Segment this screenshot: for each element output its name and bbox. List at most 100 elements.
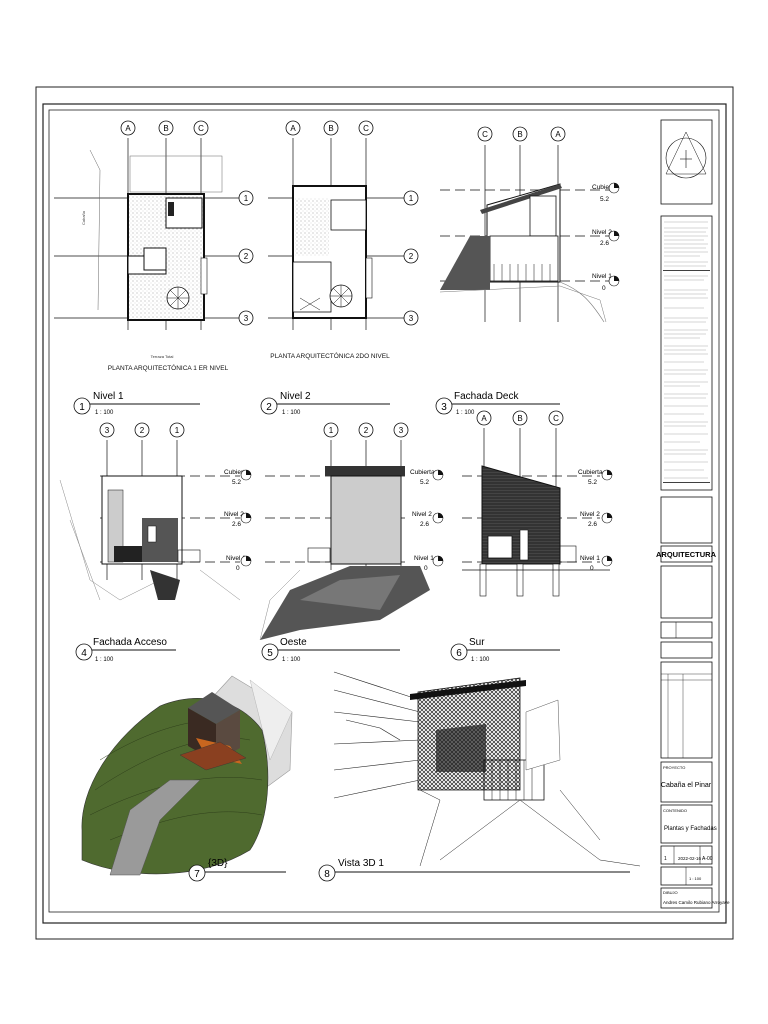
elev4-grid-bubbles: 3 2 1: [99, 422, 185, 438]
svg-text:A: A: [481, 414, 487, 423]
svg-text:6: 6: [456, 648, 462, 659]
drawing-area-border: [48, 109, 720, 913]
svg-text:Nivel 2: Nivel 2: [580, 511, 600, 518]
svg-text:Cubierta: Cubierta: [592, 184, 617, 191]
svg-text:5.2: 5.2: [600, 196, 609, 203]
svg-text:Cabaña: Cabaña: [81, 210, 86, 225]
svg-text:3: 3: [244, 314, 249, 323]
svg-text:Nivel 2: Nivel 2: [412, 511, 432, 518]
view-title-2: 2 Nivel 2 1 : 100: [260, 391, 390, 416]
svg-text:Fachada Deck: Fachada Deck: [454, 391, 519, 402]
view-title-4: 4 Fachada Acceso 1 : 100: [75, 637, 176, 663]
svg-text:Sur: Sur: [469, 637, 485, 648]
svg-text:CONTENIDO: CONTENIDO: [663, 808, 687, 813]
svg-text:Nivel 2: Nivel 2: [280, 391, 311, 402]
svg-text:Nivel 1: Nivel 1: [93, 391, 124, 402]
svg-text:1 : 100: 1 : 100: [471, 657, 490, 663]
svg-text:0: 0: [590, 565, 594, 572]
svg-text:1 : 100: 1 : 100: [689, 876, 702, 881]
svg-text:5.2: 5.2: [232, 479, 241, 486]
plan-2-caption: PLANTA ARQUITECTÓNICA 2DO NIVEL: [270, 351, 390, 360]
svg-text:3: 3: [441, 402, 447, 413]
svg-text:Cubierta: Cubierta: [224, 469, 249, 476]
svg-text:C: C: [482, 130, 488, 139]
svg-text:Nivel 2: Nivel 2: [592, 229, 612, 236]
svg-text:3: 3: [409, 314, 414, 323]
svg-text:Nivel 1: Nivel 1: [226, 555, 246, 562]
svg-text:PROYECTO: PROYECTO: [663, 765, 685, 770]
revisions-table: [660, 661, 713, 759]
logo-seal: [665, 137, 707, 179]
svg-text:Cubierta: Cubierta: [578, 469, 603, 476]
floor-plan-2: PLANTA ARQUITECTÓNICA 2DO NIVEL A B C 1 …: [268, 120, 419, 360]
svg-text:B: B: [328, 124, 333, 133]
svg-text:5.2: 5.2: [420, 479, 429, 486]
view-title-8: 8 Vista 3D 1: [318, 858, 630, 882]
svg-text:C: C: [553, 414, 559, 423]
svg-text:2.6: 2.6: [588, 521, 597, 528]
elev6-grid-bubbles: A B C: [476, 410, 564, 426]
svg-text:2.6: 2.6: [232, 521, 241, 528]
plan-1-grid-bubbles: A B C 1 2 3: [120, 120, 254, 326]
elevation-fachada-acceso: 3 2 1 Cubierta 5.2 Nivel 2 2.6 Nivel 1 0: [59, 422, 252, 601]
svg-text:C: C: [363, 124, 369, 133]
svg-text:2: 2: [364, 426, 369, 435]
section-grid-bubbles: C B A: [477, 126, 566, 142]
notes-box: [660, 215, 713, 491]
elevation-sur: A B C Cubierta 5.2 Nivel 2 2.6 Nivel 1 0: [462, 410, 613, 597]
svg-text:{3D}: {3D}: [208, 858, 228, 869]
svg-text:C: C: [198, 124, 204, 133]
title-block: ARQUITECTURA PROYECTO Cabaña el Pinar CO…: [656, 119, 730, 909]
content-name: Plantas y Fachadas: [664, 826, 717, 832]
author-name: Andres Camilo Rubiano Arroyave: [663, 900, 730, 905]
logo-box: [660, 119, 713, 205]
plan-2-grid-bubbles: A B C 1 2 3: [285, 120, 419, 326]
svg-text:2.6: 2.6: [600, 240, 609, 247]
svg-text:1 : 100: 1 : 100: [95, 657, 114, 663]
svg-text:1 : 100: 1 : 100: [456, 410, 475, 416]
svg-text:5: 5: [267, 648, 273, 659]
plan-1-caption: PLANTA ARQUITECTÓNICA 1 ER NIVEL: [108, 363, 229, 372]
view-title-5: 5 Oeste 1 : 100: [261, 637, 400, 663]
svg-text:A: A: [290, 124, 296, 133]
svg-text:7: 7: [194, 869, 200, 880]
svg-text:1 : 100: 1 : 100: [95, 410, 114, 416]
svg-text:1 : 100: 1 : 100: [282, 657, 301, 663]
svg-text:DIBUJO: DIBUJO: [663, 890, 678, 895]
svg-text:0: 0: [602, 285, 606, 292]
notes-placeholder-lines: [664, 221, 708, 479]
svg-text:Nivel 2: Nivel 2: [224, 511, 244, 518]
svg-text:Nivel 1: Nivel 1: [580, 555, 600, 562]
content-box: [660, 804, 713, 844]
svg-text:1: 1: [664, 856, 667, 862]
view-title-3: 3 Fachada Deck 1 : 100: [435, 391, 560, 416]
section-level-markers: Cubierta 5.2 Nivel 2 2.6 Nivel 1 0: [592, 182, 620, 292]
svg-text:A: A: [125, 124, 131, 133]
project-box: [660, 761, 713, 803]
3d-view-terrain: [81, 675, 293, 876]
svg-text:2: 2: [244, 252, 249, 261]
svg-text:Oeste: Oeste: [280, 637, 307, 648]
discipline-label: ARQUITECTURA: [656, 550, 717, 559]
svg-text:2: 2: [409, 252, 414, 261]
svg-text:2: 2: [266, 402, 272, 413]
svg-text:2.6: 2.6: [420, 521, 429, 528]
svg-text:4: 4: [81, 648, 87, 659]
svg-text:1: 1: [244, 194, 249, 203]
svg-text:8: 8: [324, 869, 330, 880]
svg-text:1: 1: [79, 402, 85, 413]
svg-text:0: 0: [236, 565, 240, 572]
svg-text:A: A: [555, 130, 561, 139]
view-title-1: 1 Nivel 1 1 : 100: [73, 391, 200, 416]
elev5-grid-bubbles: 1 2 3: [323, 422, 409, 438]
svg-text:2022-02-16: 2022-02-16: [678, 856, 702, 861]
svg-text:Nivel 1: Nivel 1: [592, 273, 612, 280]
svg-text:2: 2: [140, 426, 145, 435]
svg-text:Terraza Total: Terraza Total: [151, 354, 174, 359]
svg-text:5.2: 5.2: [588, 479, 597, 486]
svg-text:3: 3: [399, 426, 404, 435]
svg-text:1: 1: [409, 194, 414, 203]
svg-text:Fachada Acceso: Fachada Acceso: [93, 637, 167, 648]
